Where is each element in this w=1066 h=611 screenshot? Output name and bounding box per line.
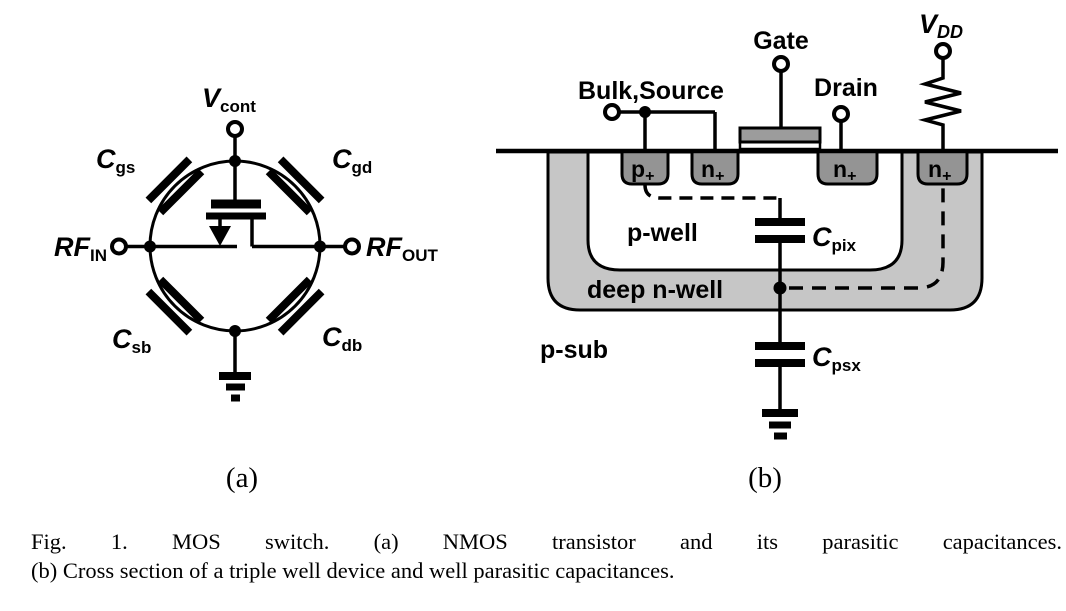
caption-line-2: (b) Cross section of a triple well devic… bbox=[31, 558, 675, 583]
ground-symbol-b bbox=[762, 409, 798, 440]
deep-n-well-dashed-connection bbox=[789, 185, 945, 290]
source-node-dot bbox=[144, 240, 156, 253]
nmos-transistor-symbol bbox=[206, 136, 266, 247]
p-well-label: p-well bbox=[627, 219, 698, 247]
n-plus-drain-diffusion bbox=[816, 149, 879, 186]
rf-out-terminal bbox=[343, 237, 361, 256]
p-plus-label: p+ bbox=[631, 156, 654, 185]
cpsx-label: Cpsx bbox=[812, 342, 861, 375]
n-plus-well-label: n+ bbox=[928, 156, 951, 185]
capacitor-cgs bbox=[145, 156, 205, 216]
rf-in-label: RFIN bbox=[54, 232, 107, 265]
n-plus-source-diffusion bbox=[690, 149, 740, 186]
rf-out-label: RFOUT bbox=[366, 232, 439, 265]
drain-terminal bbox=[832, 105, 850, 123]
drain-node-dot bbox=[314, 240, 326, 253]
panel-a-nmos-switch-diagram: Vcont Cgs Cgd Csb Cdb RFIN RFOUT (a) bbox=[54, 83, 439, 494]
source-arrow bbox=[209, 226, 231, 246]
figure-canvas: Vcont Cgs Cgd Csb Cdb RFIN RFOUT (a) bbox=[54, 9, 1058, 494]
bulk-source-label: Bulk,Source bbox=[578, 77, 724, 105]
gate-electrode bbox=[738, 126, 822, 144]
caption-line-1: Fig. 1. MOS switch. (a) NMOS transistor … bbox=[31, 529, 1062, 554]
n-plus-well-contact-diffusion bbox=[916, 149, 969, 186]
figure-caption: Fig. 1. MOS switch. (a) NMOS transistor … bbox=[31, 527, 1062, 585]
capacitor-csb bbox=[145, 276, 205, 336]
capacitor-cgd bbox=[265, 156, 325, 216]
gate-terminal bbox=[772, 55, 790, 73]
cgs-label: Cgs bbox=[96, 144, 135, 177]
gate-label: Gate bbox=[753, 27, 809, 55]
n-plus-source-label: n+ bbox=[701, 156, 724, 185]
gate-node-dot bbox=[229, 155, 241, 167]
drain-label: Drain bbox=[814, 74, 878, 102]
panel-b-label: (b) bbox=[748, 462, 782, 494]
cgd-label: Cgd bbox=[332, 144, 372, 177]
cpix-label: Cpix bbox=[812, 222, 857, 255]
ground-symbol-a bbox=[219, 372, 251, 402]
vdd-resistor bbox=[918, 74, 962, 150]
bulk-source-terminal bbox=[603, 103, 621, 121]
vdd-label: VDD bbox=[919, 9, 963, 42]
p-sub-label: p-sub bbox=[540, 336, 608, 364]
vcont-terminal bbox=[226, 120, 244, 138]
p-plus-diffusion bbox=[620, 149, 670, 186]
panel-a-label: (a) bbox=[226, 462, 258, 494]
p-well-dashed-connection bbox=[643, 184, 780, 200]
bulk-source-node-dot bbox=[639, 106, 651, 118]
vcont-label: Vcont bbox=[202, 83, 256, 116]
cdb-label: Cdb bbox=[322, 322, 362, 355]
panel-b-cross-section-diagram: Gate Bulk,Source Drain VDD p+ n+ n+ n+ p… bbox=[496, 9, 1058, 494]
rf-in-terminal bbox=[110, 237, 128, 256]
capacitor-cdb bbox=[265, 276, 325, 336]
n-plus-drain-label: n+ bbox=[833, 156, 856, 185]
deep-n-well-label: deep n-well bbox=[587, 276, 723, 304]
bulk-node-dot bbox=[229, 325, 241, 337]
csb-label: Csb bbox=[112, 324, 151, 357]
vdd-terminal bbox=[934, 42, 952, 60]
